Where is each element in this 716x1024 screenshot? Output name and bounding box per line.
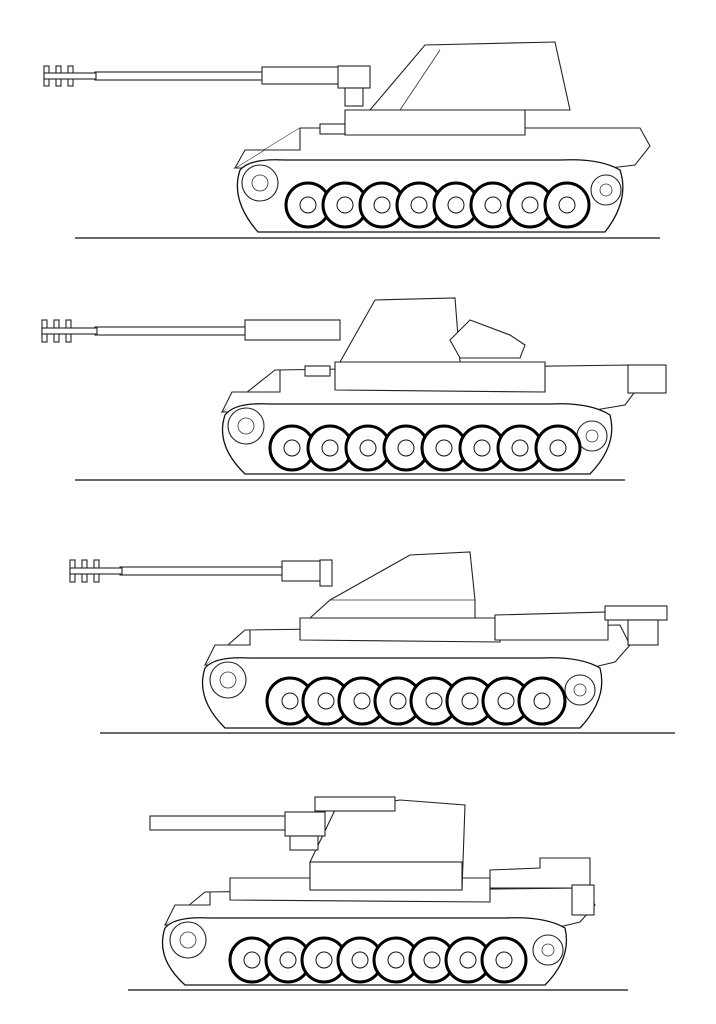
superstructure-1 (344, 109, 526, 136)
gun-3 (69, 559, 333, 587)
turret-1 (368, 41, 571, 111)
sprocket-4 (169, 921, 207, 959)
running-gear-2 (221, 403, 613, 475)
road-wheels-2 (268, 424, 582, 472)
gun-4 (149, 811, 326, 851)
vehicle-2-drawing (41, 297, 667, 481)
turret-2 (339, 297, 461, 363)
gun-2 (41, 319, 341, 343)
gun-1 (43, 65, 371, 107)
idler-1 (590, 174, 622, 206)
idler-2 (576, 420, 608, 452)
running-gear-3 (201, 657, 603, 729)
road-wheels-4 (228, 936, 528, 984)
sprocket-3 (209, 661, 247, 699)
road-wheels-1 (284, 181, 591, 229)
idler-4 (532, 934, 564, 966)
sprocket-2 (227, 407, 265, 445)
superstructure-2 (334, 361, 546, 393)
running-gear-4 (161, 917, 568, 986)
vehicle-4-drawing (128, 796, 628, 991)
muzzle-brake-2 (41, 319, 98, 343)
sprocket-1 (241, 164, 279, 202)
road-wheels-3 (265, 676, 567, 726)
idler-3 (564, 674, 596, 706)
vehicle-1-drawing (43, 41, 660, 239)
running-gear-1 (236, 159, 624, 233)
muzzle-brake-3 (69, 559, 123, 583)
superstructure-3 (299, 617, 501, 643)
vehicle-3-drawing (69, 551, 675, 734)
muzzle-brake-1 (43, 65, 97, 87)
turret-3 (308, 551, 476, 619)
